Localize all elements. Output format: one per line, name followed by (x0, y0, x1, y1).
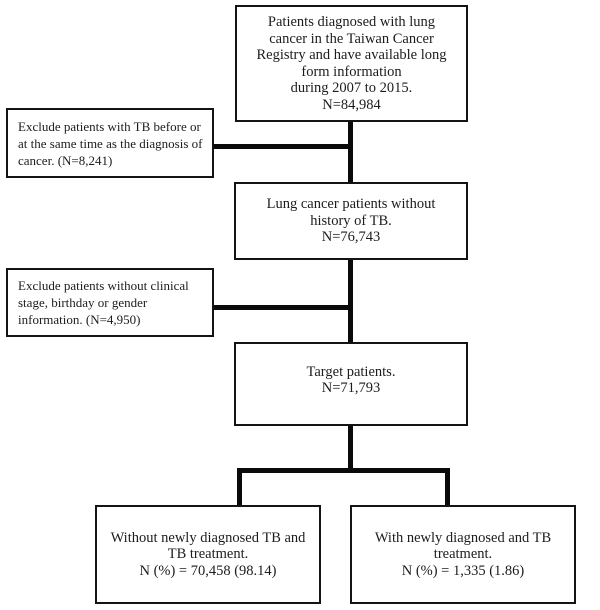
node-with-new-tb-text: With newly diagnosed and TB treatment. N… (374, 529, 552, 579)
connector-exclude-missing-info (212, 305, 350, 310)
branch-left-drop-line (237, 468, 242, 507)
node-source-population-text: Patients diagnosed with lung cancer in t… (256, 14, 447, 113)
node-no-tb-history-box: Lung cancer patients without history of … (234, 182, 468, 260)
connector-target-to-branch (348, 424, 353, 470)
node-exclude-tb-history-text: Exclude patients with TB before or at th… (18, 118, 203, 168)
connector-no-tb-to-target (348, 258, 353, 344)
connector-source-to-no-tb (348, 120, 353, 184)
connector-exclude-tb-history (212, 144, 350, 149)
node-without-new-tb-text: Without newly diagnosed TB and TB treatm… (110, 529, 306, 579)
node-with-new-tb-box: With newly diagnosed and TB treatment. N… (350, 505, 576, 604)
node-without-new-tb-box: Without newly diagnosed TB and TB treatm… (95, 505, 321, 604)
branch-right-drop-line (445, 468, 450, 507)
node-exclude-missing-info-box: Exclude patients without clinical stage,… (6, 268, 214, 337)
branch-horizontal-line (237, 468, 450, 473)
node-exclude-missing-info-text: Exclude patients without clinical stage,… (18, 278, 189, 327)
node-target-patients-text: Target patients. N=71,793 (306, 363, 396, 397)
node-source-population-box: Patients diagnosed with lung cancer in t… (235, 5, 468, 122)
node-exclude-tb-history-box: Exclude patients with TB before or at th… (6, 108, 214, 178)
node-no-tb-history-text: Lung cancer patients without history of … (266, 196, 436, 246)
node-target-patients-box: Target patients. N=71,793 (234, 342, 468, 426)
